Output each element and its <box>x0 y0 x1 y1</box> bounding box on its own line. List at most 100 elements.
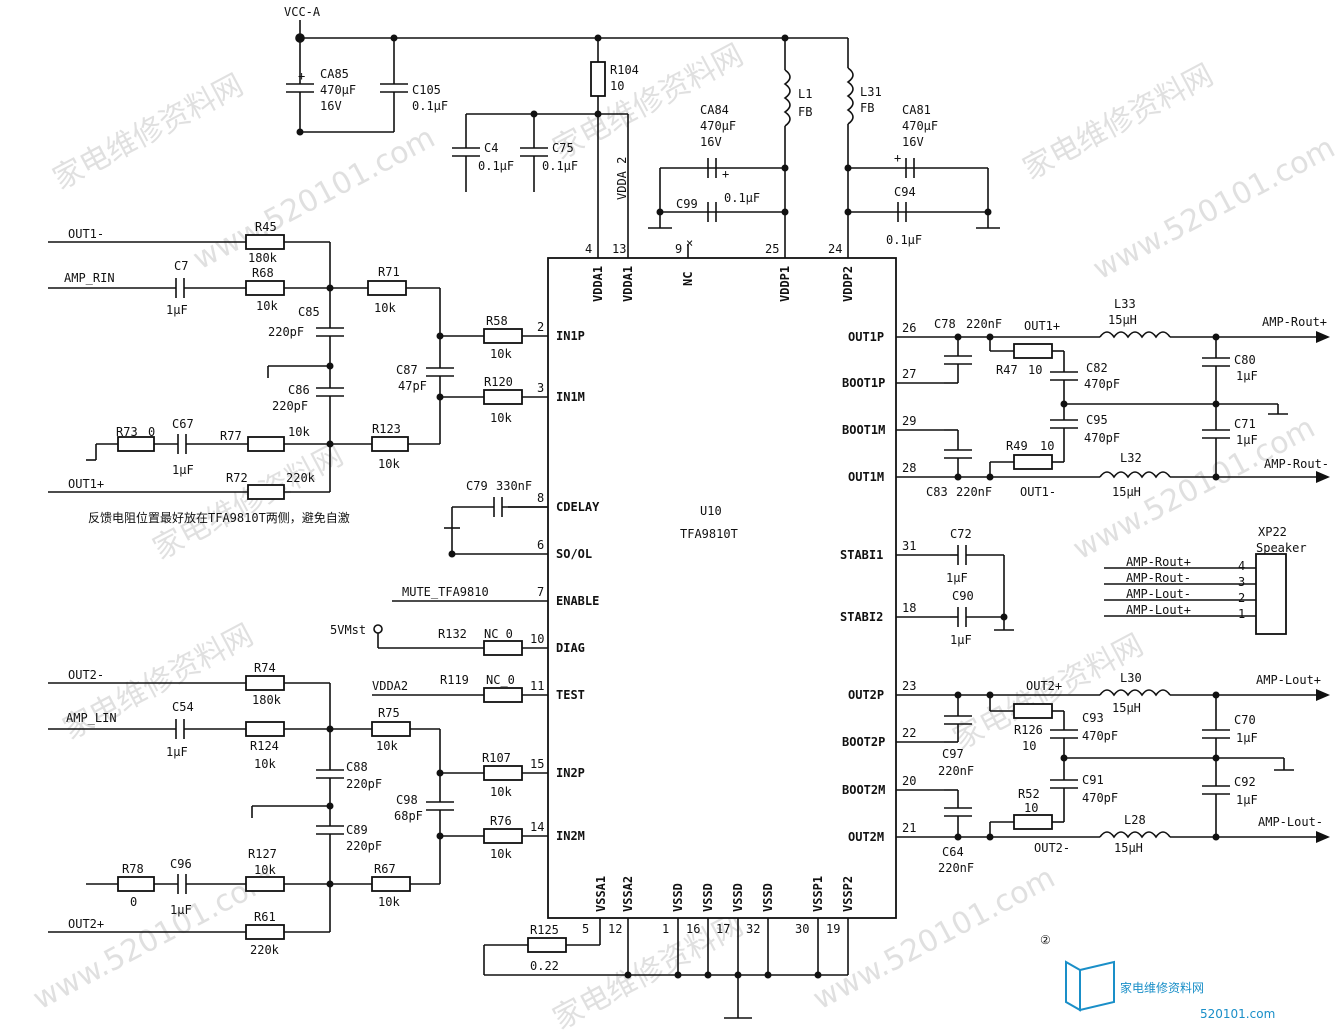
svg-text:470pF: 470pF <box>1084 377 1120 391</box>
svg-text:R119: R119 <box>440 673 469 687</box>
svg-text:2: 2 <box>537 320 544 334</box>
resistor-R73 <box>117 436 155 452</box>
resistor-R123 <box>371 436 409 452</box>
svg-text:C4: C4 <box>484 141 498 155</box>
resistor-R58 <box>483 328 523 344</box>
svg-text:470μF: 470μF <box>902 119 938 133</box>
svg-text:AMP-Lout-: AMP-Lout- <box>1258 815 1323 829</box>
svg-text:+: + <box>722 167 729 181</box>
watermark-cn: 家电维修资料网 <box>1017 58 1219 187</box>
inductor-L33 <box>1099 331 1171 339</box>
svg-text:25: 25 <box>765 242 779 256</box>
svg-text:0.1μF: 0.1μF <box>478 159 514 173</box>
resistor-R107 <box>483 765 523 781</box>
svg-text:13: 13 <box>612 242 626 256</box>
svg-text:R127: R127 <box>248 847 277 861</box>
svg-text:10k: 10k <box>490 411 512 425</box>
svg-text:R126: R126 <box>1014 723 1043 737</box>
svg-text:IN2P: IN2P <box>556 766 585 780</box>
svg-text:VSSD: VSSD <box>701 883 715 912</box>
svg-text:R104: R104 <box>610 63 639 77</box>
watermark-cn: 家电维修资料网 <box>47 68 249 197</box>
ic-body <box>547 257 897 919</box>
bottom-pin-5: 5 VSSA1 <box>582 876 608 945</box>
right-pin-BOOT1M: 29 BOOT1M <box>842 414 944 437</box>
svg-text:OUT2M: OUT2M <box>848 830 884 844</box>
svg-text:C72: C72 <box>950 527 972 541</box>
input-channel-1: OUT1- R45 180k AMP_RIN C7 1μF R68 10k R7… <box>48 220 523 525</box>
inductor-L30 <box>1099 689 1171 697</box>
svg-text:C54: C54 <box>172 700 194 714</box>
design-note: 反馈电阻位置最好放在TFA9810T两侧，避免自激 <box>88 510 350 525</box>
svg-text:VDDA1: VDDA1 <box>621 266 635 302</box>
svg-text:IN1M: IN1M <box>556 390 585 404</box>
svg-text:470pF: 470pF <box>1084 431 1120 445</box>
svg-text:VSSP1: VSSP1 <box>811 876 825 912</box>
connector-body <box>1255 553 1287 635</box>
svg-text:3: 3 <box>1238 575 1245 589</box>
svg-text:R67: R67 <box>374 862 396 876</box>
svg-text:BOOT1P: BOOT1P <box>842 376 885 390</box>
svg-text:CA84: CA84 <box>700 103 729 117</box>
top-pin-13: 13 VDDA1 <box>612 114 635 302</box>
svg-text:R124: R124 <box>250 739 279 753</box>
svg-text:0.1μF: 0.1μF <box>542 159 578 173</box>
watermark-site: www.520101.com <box>187 120 441 277</box>
inductor-L1 <box>783 69 791 127</box>
svg-text:1μF: 1μF <box>166 745 188 759</box>
svg-text:5: 5 <box>582 922 589 936</box>
svg-text:1μF: 1μF <box>1236 369 1258 383</box>
svg-text:220pF: 220pF <box>272 399 308 413</box>
svg-text:17: 17 <box>716 922 730 936</box>
svg-text:OUT2+: OUT2+ <box>1026 679 1062 693</box>
svg-text:470pF: 470pF <box>1082 729 1118 743</box>
svg-text:CDELAY: CDELAY <box>556 500 600 514</box>
svg-text:22: 22 <box>902 726 916 740</box>
figure-number: ② <box>1040 933 1051 947</box>
svg-text:R45: R45 <box>255 220 277 234</box>
resistor-R125 <box>527 937 567 953</box>
svg-text:10k: 10k <box>254 757 276 771</box>
svg-text:16V: 16V <box>902 135 924 149</box>
svg-text:C99: C99 <box>676 197 698 211</box>
svg-text:NC_0: NC_0 <box>486 673 515 687</box>
logo-cn: 家电维修资料网 <box>1120 980 1204 995</box>
svg-text:1: 1 <box>662 922 669 936</box>
svg-text:OUT2-: OUT2- <box>68 668 104 682</box>
svg-text:AMP-Lout+: AMP-Lout+ <box>1126 603 1191 617</box>
svg-text:6: 6 <box>537 538 544 552</box>
svg-text:+: + <box>894 151 901 165</box>
svg-text:470μF: 470μF <box>700 119 736 133</box>
svg-text:C94: C94 <box>894 185 916 199</box>
svg-text:C95: C95 <box>1086 413 1108 427</box>
svg-text:220pF: 220pF <box>268 325 304 339</box>
resistor-R72 <box>247 484 285 500</box>
svg-text:1μF: 1μF <box>1236 793 1258 807</box>
svg-text:VDDA1: VDDA1 <box>591 266 605 302</box>
svg-text:R74: R74 <box>254 661 276 675</box>
svg-text:VSSA2: VSSA2 <box>621 876 635 912</box>
svg-text:R72: R72 <box>226 471 248 485</box>
svg-text:AMP-Lout-: AMP-Lout- <box>1126 587 1191 601</box>
svg-text:+: + <box>298 69 305 83</box>
svg-text:R75: R75 <box>378 706 400 720</box>
svg-text:OUT2+: OUT2+ <box>68 917 104 931</box>
svg-text:R78: R78 <box>122 862 144 876</box>
svg-text:C93: C93 <box>1082 711 1104 725</box>
logo-num: 520101.com <box>1200 1007 1275 1021</box>
book-icon <box>1065 960 1081 1012</box>
svg-text:1μF: 1μF <box>166 303 188 317</box>
inductor-L31 <box>846 67 854 125</box>
svg-text:16: 16 <box>686 922 700 936</box>
site-logo: 家电维修资料网 520101.com <box>1065 960 1275 1021</box>
svg-text:10k: 10k <box>490 847 512 861</box>
top-pin-9: 9 × NC <box>675 236 695 286</box>
svg-text:4: 4 <box>1238 559 1245 573</box>
svg-text:×: × <box>686 236 693 250</box>
svg-text:SO/OL: SO/OL <box>556 547 592 561</box>
resistor-R74 <box>245 675 285 691</box>
resistor-R78 <box>117 876 155 892</box>
resistor-R45 <box>245 234 285 250</box>
svg-text:IN2M: IN2M <box>556 829 585 843</box>
right-pin-OUT1M: 28 OUT1M <box>848 461 958 484</box>
